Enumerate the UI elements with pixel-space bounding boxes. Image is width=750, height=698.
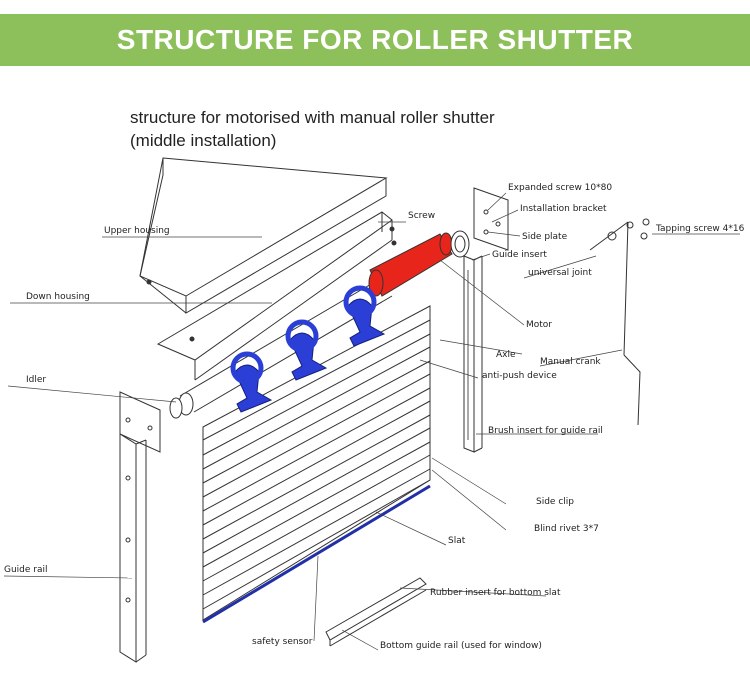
page-title: STRUCTURE FOR ROLLER SHUTTER <box>116 24 634 55</box>
label-axle: Axle <box>496 350 516 360</box>
label-brush-insert: Brush insert for guide rail <box>488 426 603 436</box>
subtitle-line-2: (middle installation) <box>130 131 277 150</box>
diagram-subtitle: structure for motorised with manual roll… <box>130 106 495 152</box>
label-guide-insert: Guide insert <box>492 250 547 260</box>
right-guide-rail <box>463 187 509 453</box>
label-universal-joint: universal joint <box>528 268 592 278</box>
label-rubber-insert: Rubber insert for bottom slat <box>430 588 561 598</box>
title-banner: STRUCTURE FOR ROLLER SHUTTER <box>0 14 750 66</box>
label-upper-housing: Upper housing <box>104 226 170 236</box>
label-side-plate: Side plate <box>522 232 568 242</box>
left-guide-rail <box>119 391 161 663</box>
label-safety-sensor: safety sensor <box>252 637 313 647</box>
label-manual-crank: Manual crank <box>540 357 601 367</box>
label-bottom-guide-rail: Bottom guide rail (used for window) <box>380 641 542 651</box>
leader-lines <box>3 192 740 651</box>
label-installation-bracket: Installation bracket <box>520 204 607 214</box>
label-screw: Screw <box>408 211 435 221</box>
motor-part <box>368 230 470 297</box>
subtitle-line-1: structure for motorised with manual roll… <box>130 108 495 127</box>
label-idler: Idler <box>26 375 46 385</box>
down-housing-part <box>156 211 393 381</box>
housing-screws <box>146 226 397 342</box>
anti-push-brackets <box>230 285 386 413</box>
label-blind-rivet: Blind rivet 3*7 <box>534 524 599 534</box>
label-slat: Slat <box>448 536 466 546</box>
label-guide-rail: Guide rail <box>4 565 48 575</box>
label-tapping-screw: Tapping screw 4*16 <box>655 224 745 234</box>
slat-curtain <box>202 305 431 621</box>
label-side-clip: Side clip <box>536 497 574 507</box>
label-expanded-screw: Expanded screw 10*80 <box>508 183 612 193</box>
manual-crank-part <box>589 218 650 426</box>
label-anti-push-device: anti-push device <box>482 371 557 381</box>
label-motor: Motor <box>526 320 552 330</box>
bottom-guide-rail-part <box>325 577 427 647</box>
bottom-slat <box>202 484 431 624</box>
label-down-housing: Down housing <box>26 292 90 302</box>
